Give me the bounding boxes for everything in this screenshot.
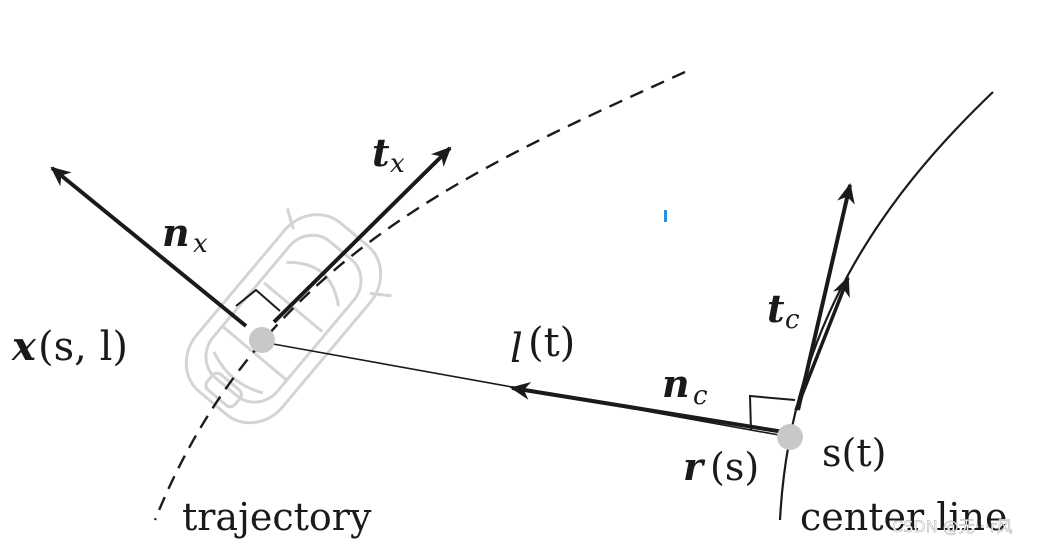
r-args: (s) xyxy=(710,445,759,489)
label-n-x: n x xyxy=(162,210,208,259)
right-angle-vehicle xyxy=(235,288,281,312)
label-t-c: t c xyxy=(767,286,800,335)
t-c-symbol: t xyxy=(767,286,785,331)
label-t-x: t x xyxy=(372,130,405,179)
t-x-arrow xyxy=(272,146,452,324)
right-angle-center xyxy=(748,394,796,431)
center-point xyxy=(777,424,803,450)
t-c-tangent-arrow xyxy=(794,276,850,411)
x-symbol: x xyxy=(11,323,37,370)
watermark: CSDN @无···r风 xyxy=(892,517,1013,536)
n-c-symbol: n xyxy=(662,361,690,406)
t-x-symbol: t xyxy=(372,130,390,175)
cursor-mark xyxy=(664,210,667,222)
label-l-t: l (t) xyxy=(510,320,575,372)
label-r-s: r (s) xyxy=(683,444,759,489)
n-x-symbol: n xyxy=(162,210,190,255)
l-args: (t) xyxy=(528,320,575,366)
label-s-t: s(t) xyxy=(822,431,886,475)
n-c-arrow xyxy=(510,381,791,435)
label-trajectory: trajectory xyxy=(182,495,372,539)
label-x-s-l: x (s, l) xyxy=(11,323,128,370)
vehicle-point xyxy=(249,327,275,353)
t-c-arrow xyxy=(796,183,855,411)
n-x-arrow xyxy=(50,166,248,328)
t-x-subscript: x xyxy=(390,149,405,179)
t-c-subscript: c xyxy=(785,305,800,335)
n-c-subscript: c xyxy=(693,381,708,411)
center-line-curve xyxy=(778,91,994,521)
label-center-line: center line xyxy=(800,495,1008,539)
label-n-c: n c xyxy=(662,361,708,411)
trajectory-curve xyxy=(153,70,686,521)
r-symbol: r xyxy=(683,444,706,489)
n-x-subscript: x xyxy=(193,229,208,259)
l-symbol: l xyxy=(510,326,523,372)
x-args: (s, l) xyxy=(38,324,128,370)
